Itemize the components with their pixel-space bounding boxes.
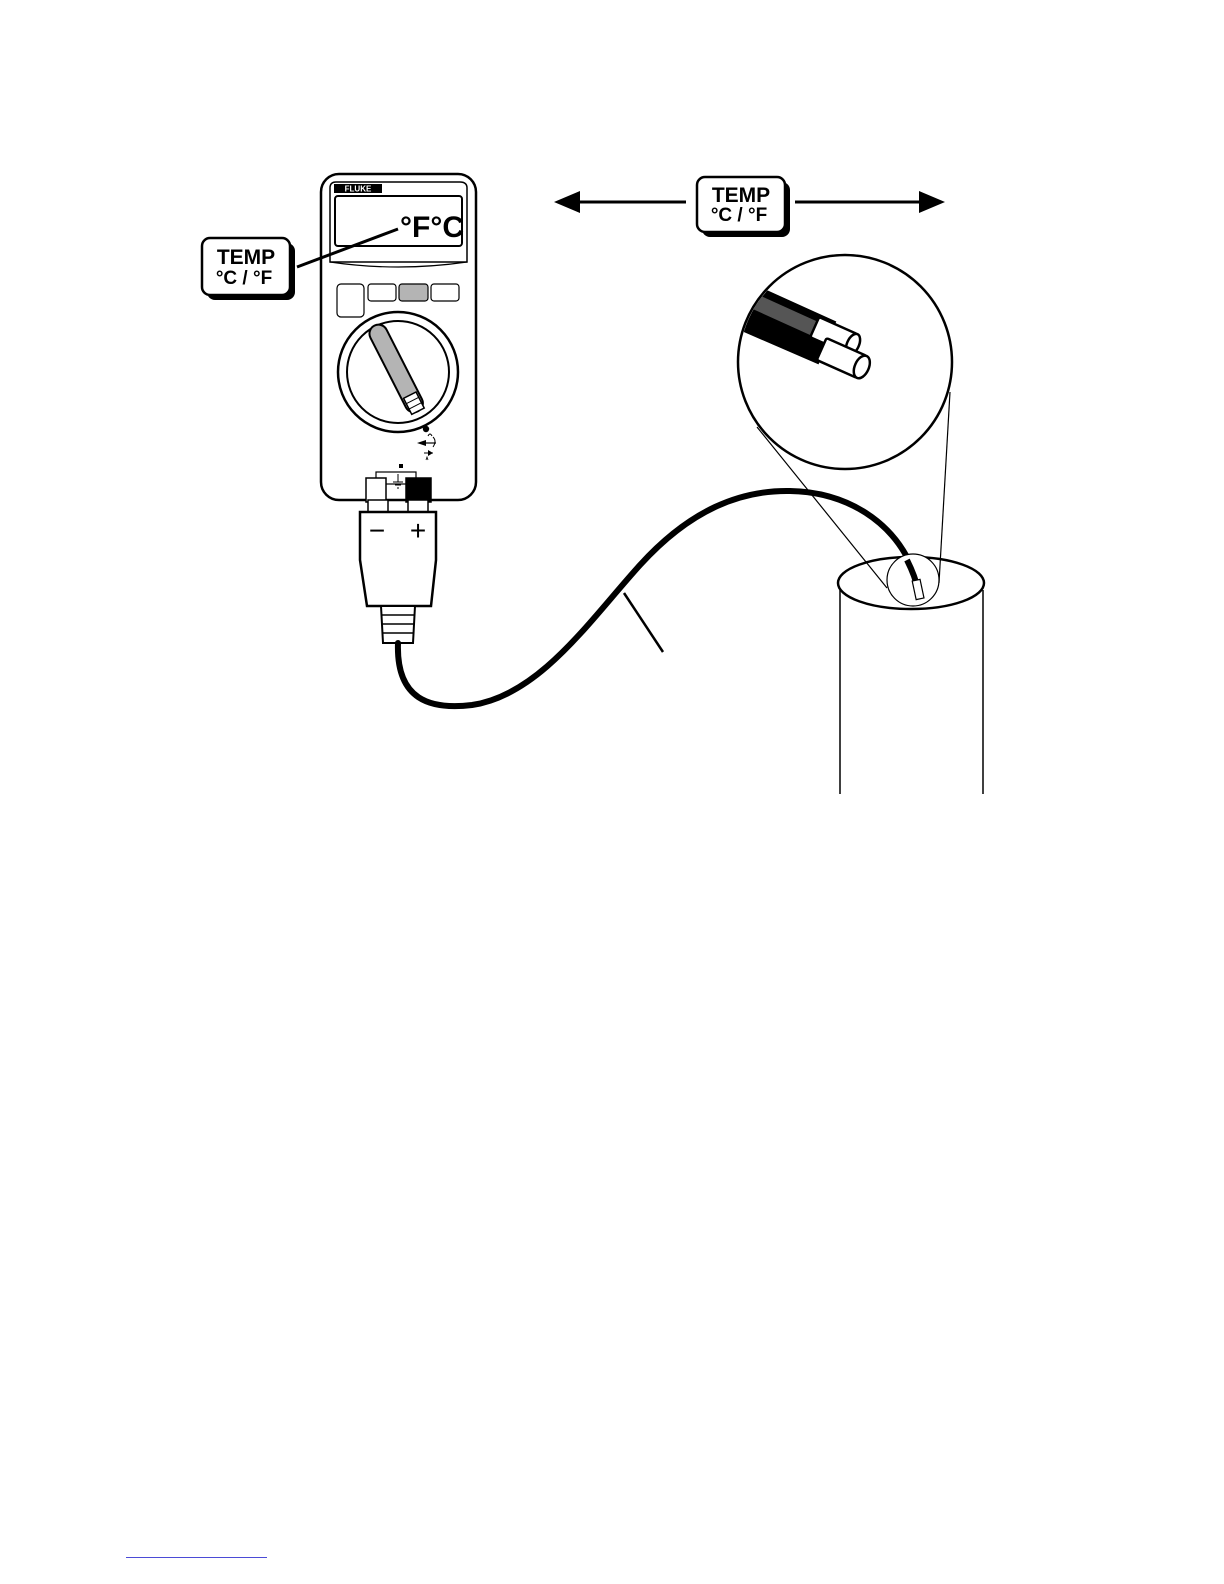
probe-tip-icon (887, 554, 939, 606)
thermocouple-plug[interactable]: − + (360, 500, 436, 643)
multimeter: FLUKE °F°C (321, 174, 476, 502)
meter-button-4[interactable] (431, 284, 459, 301)
temp-button-left-line1: TEMP (217, 246, 275, 269)
meter-button-2[interactable] (368, 284, 396, 301)
meter-button-temp[interactable] (399, 284, 428, 301)
lcd-unit-readout: °F°C (400, 211, 464, 244)
rotary-switch-icon[interactable] (338, 312, 458, 432)
footnote-rule (126, 1557, 267, 1558)
brand-label: FLUKE (345, 185, 372, 194)
temp-button-left-line2: °C / °F (216, 268, 272, 289)
cable-leader-line (624, 593, 663, 652)
jack-minus-label: − (369, 515, 385, 546)
temp-button-callout-right: TEMP °C / °F (697, 177, 790, 237)
thermocouple-cable (398, 491, 915, 706)
temp-button-right-line1: TEMP (712, 184, 770, 207)
meter-button-1[interactable] (337, 284, 364, 317)
temp-button-right-line2: °C / °F (711, 205, 767, 226)
magnified-probe-detail (700, 255, 952, 588)
jack-plus-label: + (410, 515, 426, 546)
